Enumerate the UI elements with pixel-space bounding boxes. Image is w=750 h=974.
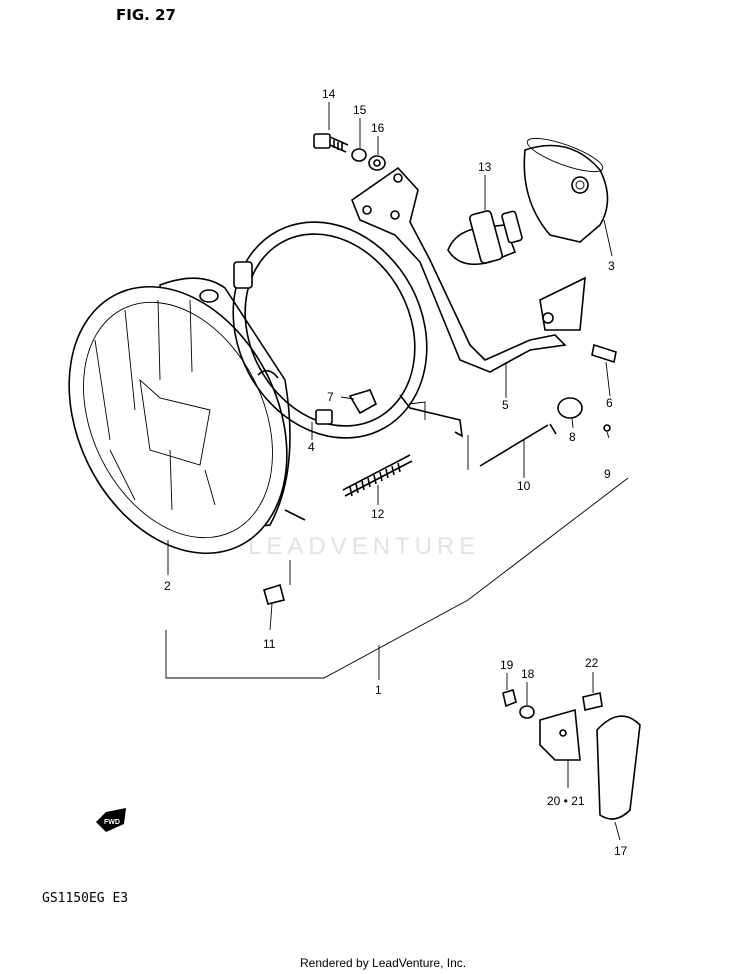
callout-19: 19 bbox=[500, 658, 514, 672]
leader-lines bbox=[165, 102, 629, 841]
callout-13: 13 bbox=[478, 160, 492, 174]
headlamp-unit bbox=[68, 277, 291, 555]
callout-18: 18 bbox=[521, 667, 535, 681]
nut-7 bbox=[348, 389, 378, 415]
bolt-14 bbox=[313, 133, 349, 153]
callout-11: 11 bbox=[263, 637, 276, 651]
callout-22: 22 bbox=[585, 656, 599, 670]
fwd-arrow: FWD bbox=[96, 808, 126, 832]
callout-8: 8 bbox=[569, 430, 576, 444]
callout-12: 12 bbox=[371, 507, 385, 521]
spring-12 bbox=[342, 454, 413, 497]
headlamp-bulb bbox=[447, 210, 523, 266]
callout-7: 7 bbox=[327, 390, 334, 404]
screw-9 bbox=[603, 424, 611, 432]
footer-credit: Rendered by LeadVenture, Inc. bbox=[300, 956, 466, 970]
screw-6 bbox=[591, 343, 617, 364]
adjuster-8 bbox=[557, 397, 583, 419]
callout-2: 2 bbox=[164, 579, 171, 593]
headlamp-bracket bbox=[351, 166, 586, 373]
callout-15: 15 bbox=[353, 103, 367, 117]
socket-cover bbox=[523, 137, 609, 243]
callout-4: 4 bbox=[308, 440, 315, 454]
callout-10: 10 bbox=[517, 479, 531, 493]
reflector-group bbox=[502, 688, 641, 820]
washer-16-hole bbox=[373, 159, 381, 167]
fwd-label: FWD bbox=[104, 819, 120, 826]
nut-11 bbox=[263, 583, 285, 605]
callout-1: 1 bbox=[375, 683, 382, 697]
spring-hook bbox=[284, 509, 306, 521]
callout-6: 6 bbox=[606, 396, 613, 410]
callout-5: 5 bbox=[502, 398, 509, 412]
callout-20-21: 20 • 21 bbox=[547, 794, 585, 808]
callout-3: 3 bbox=[608, 259, 615, 273]
callout-16: 16 bbox=[371, 121, 385, 135]
callout-9: 9 bbox=[604, 467, 611, 481]
model-code: GS1150EG E3 bbox=[42, 891, 128, 906]
headlamp-rim bbox=[232, 221, 463, 439]
callout-17: 17 bbox=[614, 844, 628, 858]
adjust-screw-10 bbox=[479, 423, 557, 467]
figure-title: FIG. 27 bbox=[116, 6, 176, 24]
washer-15 bbox=[351, 148, 367, 162]
callout-14: 14 bbox=[322, 87, 336, 101]
watermark: LEADVENTURE bbox=[248, 533, 480, 560]
